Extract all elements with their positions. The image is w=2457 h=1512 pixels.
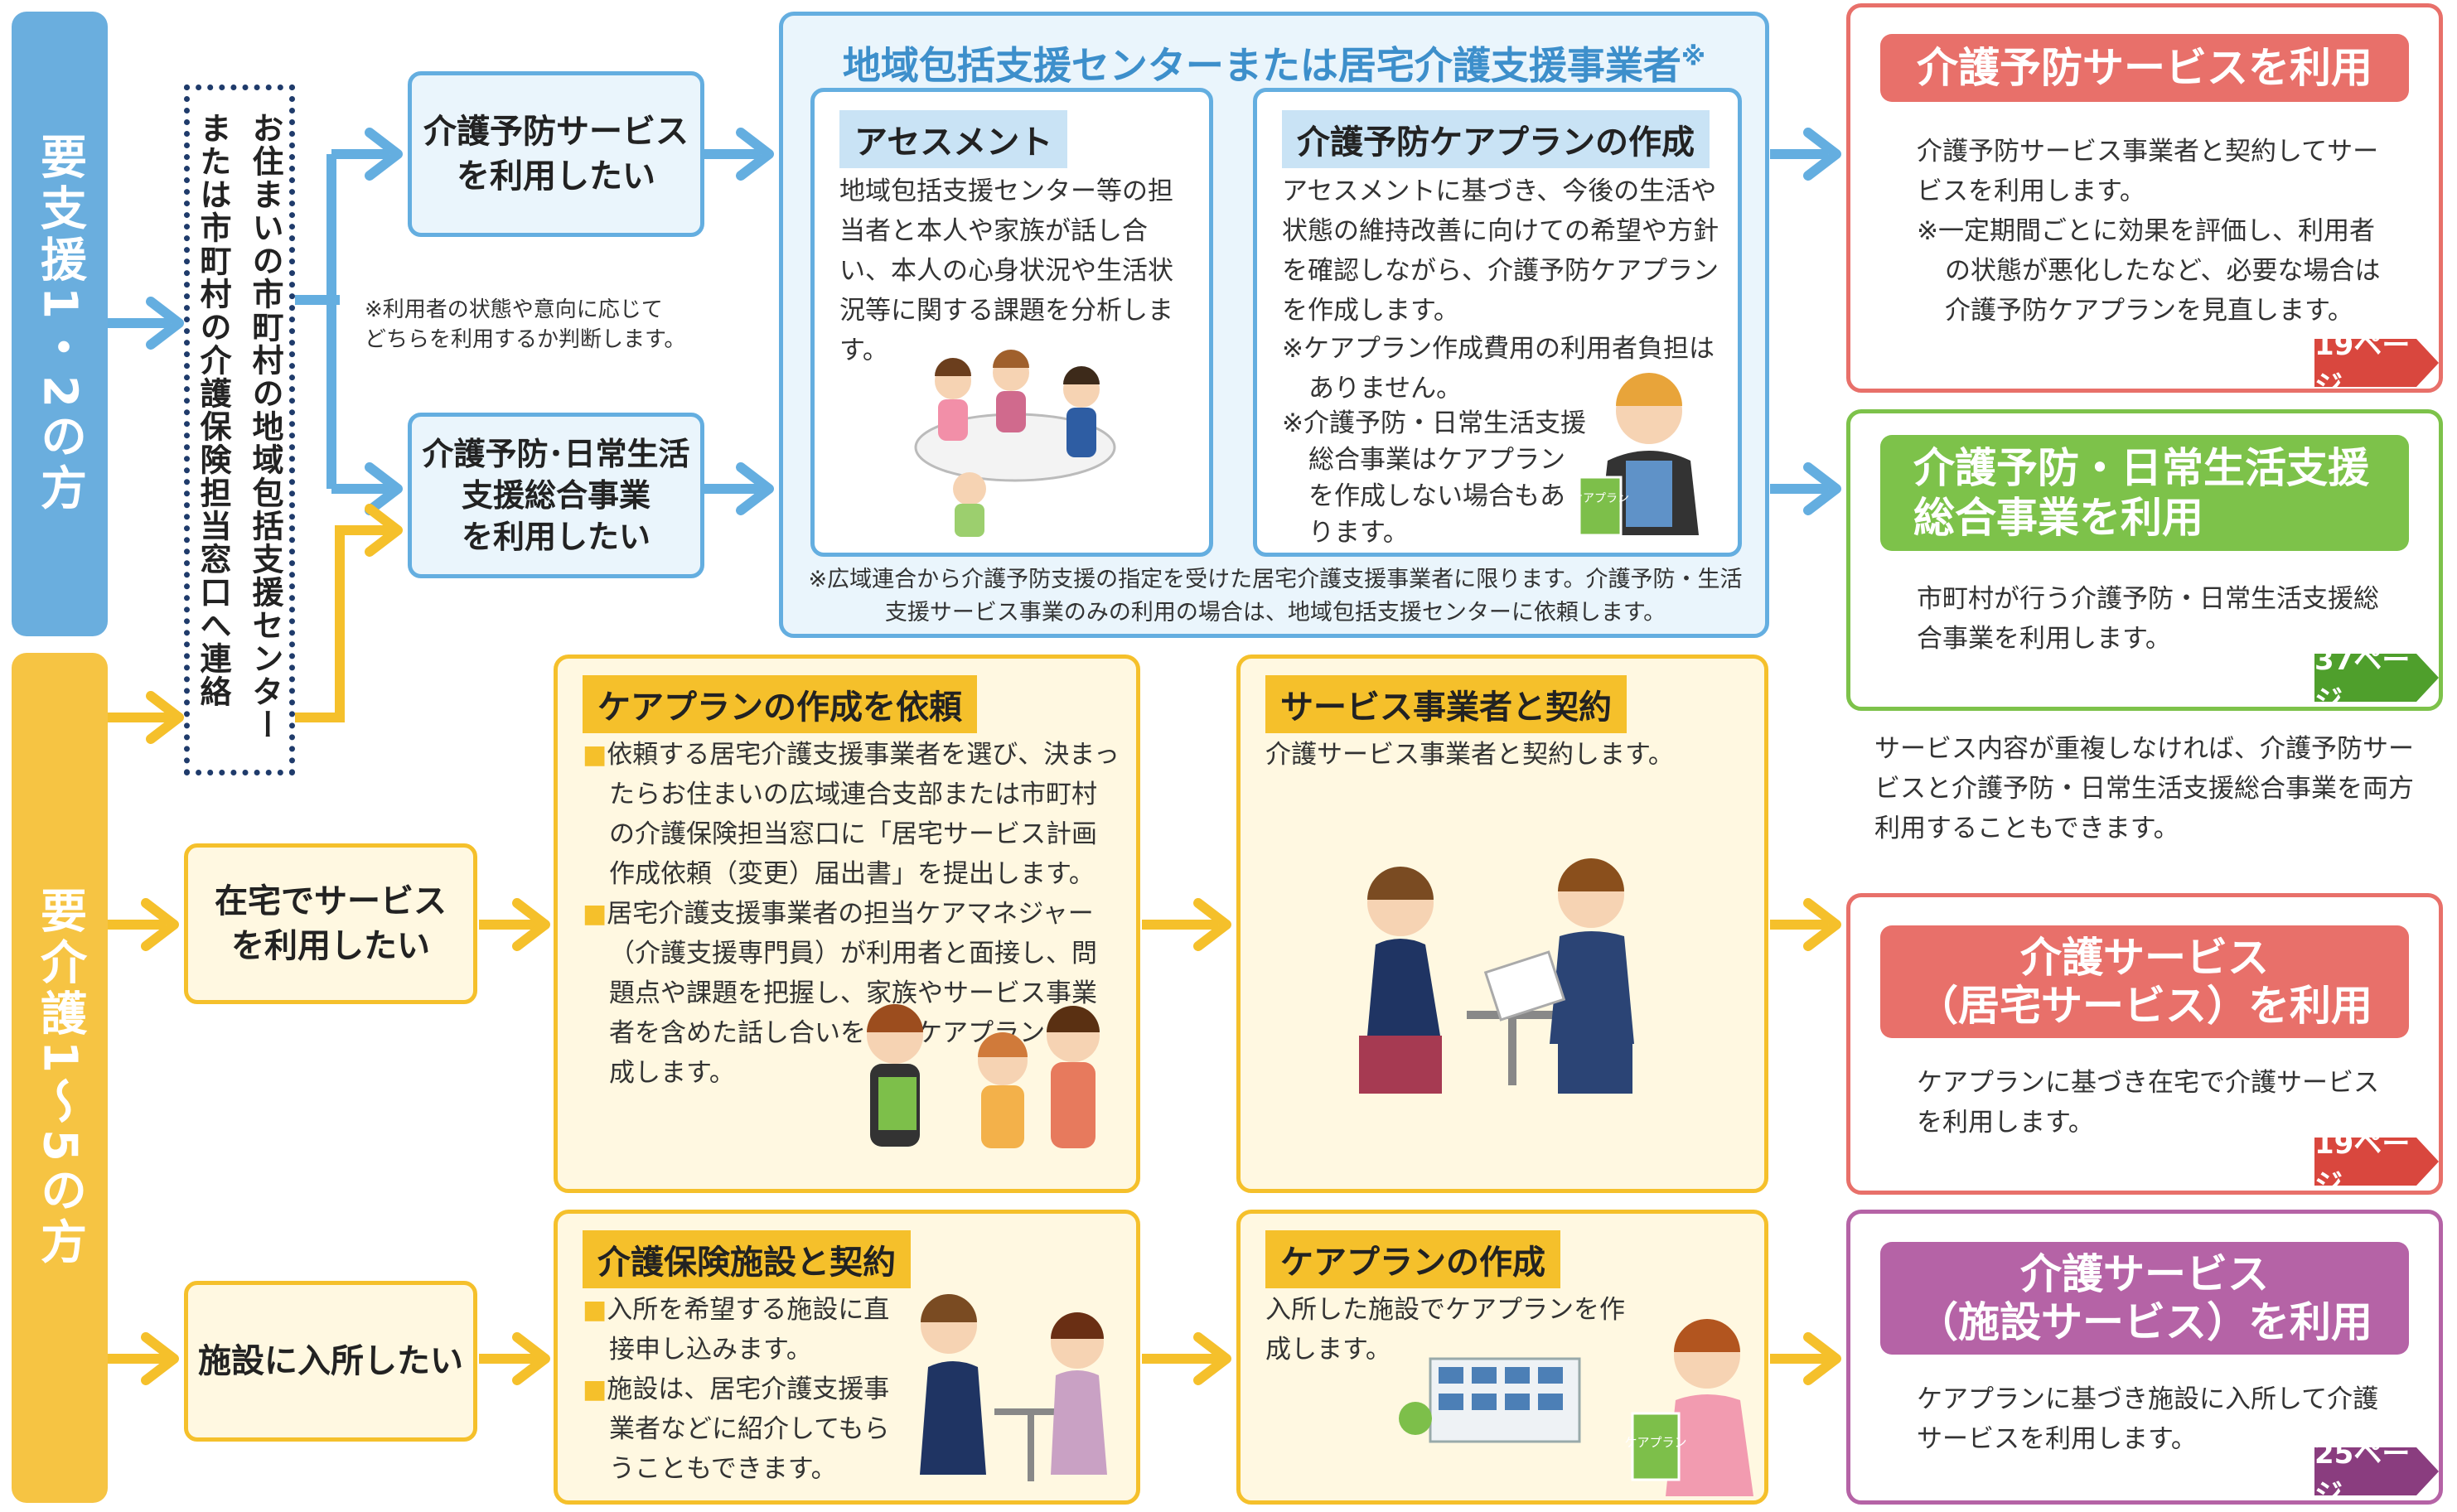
facility-plan-text: 入所した施設でケアプランを作成します。 [1265,1295,1625,1365]
staff-illustration: ケアプラン [1624,1319,1753,1496]
bullet: ■ [583,740,607,770]
book-text: ケアプラン [1574,492,1629,505]
both-use-note: サービス内容が重複しなければ、介護予防サービスと介護予防・日常生活支援総合事業を… [1874,734,2414,843]
result-facility: 介護サービス （施設サービス）を利用 ケアプランに基づき施設に入所して介護サービ… [1846,1210,2443,1505]
center-title: 地域包括支援センターまたは居宅介護支援事業者※ [783,36,1765,90]
contract-illustration [1359,858,1634,1094]
careplan-note-2: ※介護予防・日常生活支援総合事業はケアプランを作成しない場合もあります。 [1282,408,1586,548]
page-tag-19[interactable]: 19ページ [2314,339,2439,387]
caremanager-illustration: ケアプラン [1574,373,1699,537]
result-prevention-title: 介護予防サービスを利用 [1880,34,2409,102]
family-illustration [867,1004,1100,1148]
contact-box: お住まいの市町村の地域包括支援センター または市町村の介護保険担当窓口へ連絡 [184,85,295,775]
page-tag-19b[interactable]: 19ページ [2314,1138,2439,1186]
bullet: ■ [583,1295,607,1325]
book-text: ケアプラン [1624,1435,1686,1450]
request-item-2-text: 居宅介護支援事業者の担当ケアマネジャー（介護支援専門員）が利用者と面接し、問題点… [607,899,1097,1088]
result-general-text: 市町村が行う介護予防・日常生活支援総合事業を利用します。 [1917,584,2379,654]
facility-contract-item-1-text: 入所を希望する施設に直接申し込みます。 [607,1295,890,1365]
result-facility-text: ケアプランに基づき施設に入所して介護サービスを利用します。 [1917,1384,2379,1454]
request-item-1: ■依頼する居宅介護支援事業者を選び、決まったらお住まいの広域連合支部または市町村… [583,735,1121,894]
careplan-text: アセスメントに基づき、今後の生活や状態の維持改善に向けての希望や方針を確認しなが… [1282,176,1719,326]
bullet: ■ [583,1374,607,1404]
assessment-text: 地域包括支援センター等の担当者と本人や家族が話し合い、本人の心身状況や生活状況等… [839,176,1173,365]
result-prevention: 介護予防サービスを利用 介護予防サービス事業者と契約してサービスを利用します。 … [1846,3,2443,393]
result-general: 介護予防・日常生活支援総合事業を利用 市町村が行う介護予防・日常生活支援総合事業… [1846,409,2443,711]
result-facility-title: 介護サービス （施設サービス）を利用 [1880,1242,2409,1355]
careplan-note-1: ※ケアプラン作成費用の利用者負担はありません。 [1282,334,1715,403]
assessment-title: アセスメント [839,110,1068,168]
facility-contract-item-2-text: 施設は、居宅介護支援事業者などに紹介してもらうこともできます。 [607,1374,890,1484]
result-home-text: ケアプランに基づき在宅で介護サービスを利用します。 [1917,1068,2379,1138]
result-general-title: 介護予防・日常生活支援総合事業を利用 [1880,435,2409,551]
want-general-box: 介護予防･日常生活 支援総合事業 を利用したい [408,413,704,578]
center-title-mark: ※ [1681,42,1706,72]
result-prevention-note: ※一定期間ごとに効果を評価し、利用者の状態が悪化したなど、必要な場合は介護予防ケ… [1917,216,2381,326]
center-footnote: ※広域連合から介護予防支援の指定を受けた居宅介護支援事業者に限ります。介護予防・… [808,567,1743,626]
arrow-line [295,149,389,494]
page-tag-37[interactable]: 37ページ [2314,654,2439,702]
facility-building-illustration [1399,1357,1581,1443]
request-item-2: ■居宅介護支援事業者の担当ケアマネジャー（介護支援専門員）が利用者と面接し、問題… [583,894,1121,1093]
page-tag-25[interactable]: 25ページ [2314,1447,2439,1495]
meeting-illustration [914,350,1116,537]
contact-line-1: お住まいの市町村の地域包括支援センター [247,112,283,742]
center-title-text: 地域包括支援センターまたは居宅介護支援事業者 [842,43,1681,88]
facility-contract-item-1: ■入所を希望する施設に直接申し込みます。 [583,1290,914,1369]
choice-note: ※利用者の状態や意向に応じて どちらを利用するか判断します。 [365,297,686,352]
bullet: ■ [583,899,607,929]
contract-title: サービス事業者と契約 [1265,675,1627,733]
result-home-title: 介護サービス （居宅サービス）を利用 [1880,925,2409,1038]
arrow-line [295,525,389,722]
care-level-label: 要介護1〜5の方 [12,653,108,1503]
careplan-title: 介護予防ケアプランの作成 [1282,110,1710,168]
facility-contract-title: 介護保険施設と契約 [583,1230,911,1288]
facility-contract-item-2: ■施設は、居宅介護支援事業者などに紹介してもらうこともできます。 [583,1369,914,1489]
want-home-box: 在宅でサービス を利用したい [184,843,477,1004]
support-level-label: 要支援1・2の方 [12,12,108,636]
want-prevention-box: 介護予防サービス を利用したい [408,71,704,237]
facility-contract-box: 介護保険施設と契約 ■入所を希望する施設に直接申し込みます。 ■施設は、居宅介護… [554,1210,1140,1505]
request-box: ケアプランの作成を依頼 ■依頼する居宅介護支援事業者を選び、決まったらお住まいの… [554,655,1140,1193]
facility-contract-illustration [920,1294,1107,1481]
request-title: ケアプランの作成を依頼 [583,675,977,733]
facility-plan-title: ケアプランの作成 [1265,1230,1560,1288]
result-prevention-text: 介護予防サービス事業者と契約してサービスを利用します。 [1917,137,2379,206]
result-home: 介護サービス （居宅サービス）を利用 ケアプランに基づき在宅で介護サービスを利用… [1846,893,2443,1195]
want-facility-box: 施設に入所したい [184,1281,477,1442]
contract-box: サービス事業者と契約 介護サービス事業者と契約します。 [1236,655,1768,1193]
contact-line-2: または市町村の介護保険担当窓口へ連絡 [195,112,231,708]
contract-text: 介護サービス事業者と契約します。 [1265,740,1674,770]
request-item-1-text: 依頼する居宅介護支援事業者を選び、決まったらお住まいの広域連合支部または市町村の… [607,740,1120,889]
